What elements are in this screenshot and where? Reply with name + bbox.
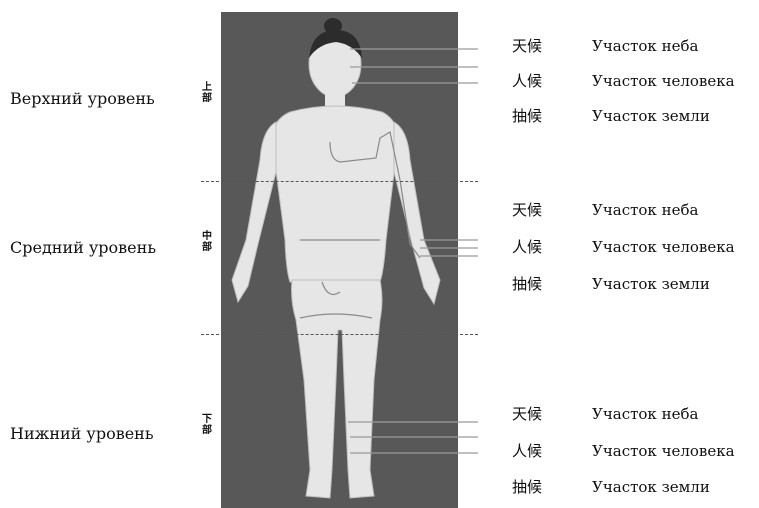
han-term: 抽候 (512, 476, 592, 497)
ru-term: Участок человека (592, 442, 735, 460)
cn-char-upper-2: 部 (201, 93, 213, 104)
ru-term: Участок земли (592, 478, 710, 496)
cn-label-upper: 上 部 (201, 82, 213, 104)
cn-label-lower: 下 部 (201, 414, 213, 436)
cn-label-middle: 中 部 (201, 231, 213, 253)
cn-char-middle-1: 中 (201, 231, 213, 242)
divider-upper-middle (201, 181, 478, 182)
cn-char-lower-2: 部 (201, 425, 213, 436)
level-label-lower: Нижний уровень (10, 424, 154, 443)
han-term: 人候 (512, 440, 592, 461)
han-term: 人候 (512, 70, 592, 91)
cn-char-middle-2: 部 (201, 242, 213, 253)
ru-term: Участок человека (592, 238, 735, 256)
han-term: 天候 (512, 403, 592, 424)
ru-term: Участок неба (592, 201, 698, 219)
cn-char-lower-1: 下 (201, 414, 213, 425)
han-term: 天候 (512, 35, 592, 56)
ru-term: Участок земли (592, 107, 710, 125)
ru-term: Участок неба (592, 405, 698, 423)
level-label-upper: Верхний уровень (10, 89, 155, 108)
han-term: 抽候 (512, 105, 592, 126)
han-term: 人候 (512, 236, 592, 257)
ru-term: Участок неба (592, 37, 698, 55)
divider-middle-lower (201, 334, 478, 335)
ru-term: Участок земли (592, 275, 710, 293)
han-term: 天候 (512, 199, 592, 220)
level-label-middle: Средний уровень (10, 238, 156, 257)
ru-term: Участок человека (592, 72, 735, 90)
han-term: 抽候 (512, 273, 592, 294)
cn-char-upper-1: 上 (201, 82, 213, 93)
